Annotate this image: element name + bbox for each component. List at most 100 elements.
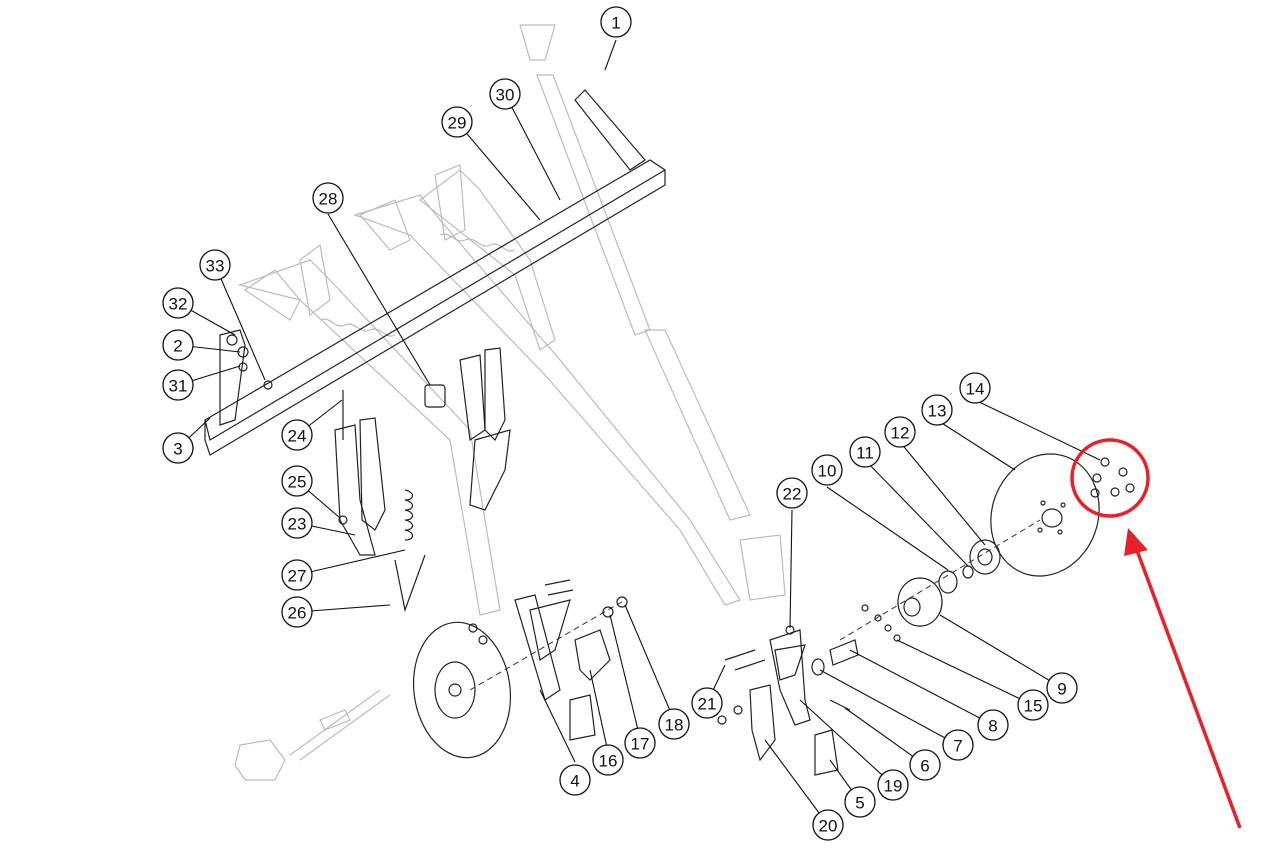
callout-number: 11 xyxy=(856,444,874,463)
callout-15: 15 xyxy=(1017,689,1049,721)
callout-circle xyxy=(776,477,808,509)
callout-number: 24 xyxy=(288,427,307,446)
callout-circle xyxy=(281,419,313,451)
callout-3: 3 xyxy=(162,432,194,464)
callout-number: 23 xyxy=(288,515,307,534)
callout-7: 7 xyxy=(942,729,974,761)
callout-circle xyxy=(600,6,632,38)
bushing xyxy=(424,384,446,408)
callout-24: 24 xyxy=(281,419,313,451)
callout-27: 27 xyxy=(281,559,313,591)
callout-number: 19 xyxy=(884,777,903,796)
callout-23: 23 xyxy=(281,507,313,539)
callout-30: 30 xyxy=(489,78,521,110)
callout-number: 5 xyxy=(855,794,864,813)
seed-tube xyxy=(519,24,786,601)
toolbar-beam xyxy=(204,89,666,456)
callout-number: 17 xyxy=(631,735,650,754)
callout-circle xyxy=(942,729,974,761)
callout-number: 25 xyxy=(288,473,307,492)
callout-32: 32 xyxy=(162,287,194,319)
callout-12: 12 xyxy=(884,416,916,448)
callout-circle xyxy=(1017,689,1049,721)
callout-26: 26 xyxy=(281,596,313,628)
callout-circle xyxy=(849,436,881,468)
callout-11: 11 xyxy=(849,436,881,468)
left-disc-assembly xyxy=(412,579,628,759)
callout-circle xyxy=(1046,672,1078,704)
callout-circle xyxy=(624,727,656,759)
callout-number: 16 xyxy=(599,752,618,771)
callout-circle xyxy=(959,372,991,404)
callout-number: 20 xyxy=(819,817,838,836)
callout-number: 9 xyxy=(1057,680,1066,699)
callout-14: 14 xyxy=(959,372,991,404)
callout-circle xyxy=(489,78,521,110)
callout-circle xyxy=(281,507,313,539)
opener-frame-arms xyxy=(234,164,741,781)
callout-10: 10 xyxy=(811,454,843,486)
callout-circle xyxy=(162,329,194,361)
callout-number: 1 xyxy=(611,14,620,33)
callout-21: 21 xyxy=(691,687,723,719)
callout-circle xyxy=(199,249,231,281)
right-disc-assembly xyxy=(717,453,1135,776)
callout-circle xyxy=(592,744,624,776)
callout-18: 18 xyxy=(658,708,690,740)
callout-circle xyxy=(811,454,843,486)
callout-2: 2 xyxy=(162,329,194,361)
callout-circle xyxy=(162,287,194,319)
callout-circle xyxy=(691,687,723,719)
callout-25: 25 xyxy=(281,465,313,497)
callout-1: 1 xyxy=(600,6,632,38)
callout-circle xyxy=(559,764,591,796)
callout-6: 6 xyxy=(909,749,941,781)
callout-number: 31 xyxy=(169,377,188,396)
callout-number: 18 xyxy=(665,716,684,735)
callout-number: 27 xyxy=(288,567,307,586)
callout-circle xyxy=(312,182,344,214)
callout-number: 21 xyxy=(698,695,717,714)
callout-circle xyxy=(977,709,1009,741)
callout-circle xyxy=(441,106,473,138)
callout-number: 12 xyxy=(891,424,910,443)
callout-circle xyxy=(162,369,194,401)
highlight-circle xyxy=(1070,438,1150,518)
callout-number: 6 xyxy=(920,757,929,776)
callout-31: 31 xyxy=(162,369,194,401)
callout-number: 7 xyxy=(953,737,962,756)
callout-circle xyxy=(281,465,313,497)
callout-19: 19 xyxy=(877,769,909,801)
callout-22: 22 xyxy=(776,477,808,509)
callout-labels: 1234567891011121314151617181920212223242… xyxy=(162,6,1078,841)
callout-number: 28 xyxy=(319,190,338,209)
callout-number: 4 xyxy=(570,772,579,791)
callout-5: 5 xyxy=(844,786,876,818)
callout-number: 29 xyxy=(448,114,467,133)
callout-number: 15 xyxy=(1024,697,1043,716)
callout-circle xyxy=(909,749,941,781)
callout-circle xyxy=(921,394,953,426)
highlight-arrow-head xyxy=(1124,528,1148,556)
callout-number: 33 xyxy=(206,257,225,276)
callout-circle xyxy=(877,769,909,801)
callout-13: 13 xyxy=(921,394,953,426)
callout-number: 26 xyxy=(288,604,307,623)
callout-8: 8 xyxy=(977,709,1009,741)
callout-circle xyxy=(162,432,194,464)
callout-number: 14 xyxy=(966,380,985,399)
callout-number: 3 xyxy=(173,440,182,459)
callout-20: 20 xyxy=(812,809,844,841)
callout-number: 8 xyxy=(988,717,997,736)
highlight-arrow-shaft xyxy=(1133,544,1242,829)
scraper-assembly-left xyxy=(334,390,426,613)
callout-number: 2 xyxy=(173,337,182,356)
scraper-assembly-right xyxy=(459,347,511,511)
callout-4: 4 xyxy=(559,764,591,796)
callout-33: 33 xyxy=(199,249,231,281)
callout-17: 17 xyxy=(624,727,656,759)
callout-circle xyxy=(812,809,844,841)
callout-number: 22 xyxy=(783,485,802,504)
